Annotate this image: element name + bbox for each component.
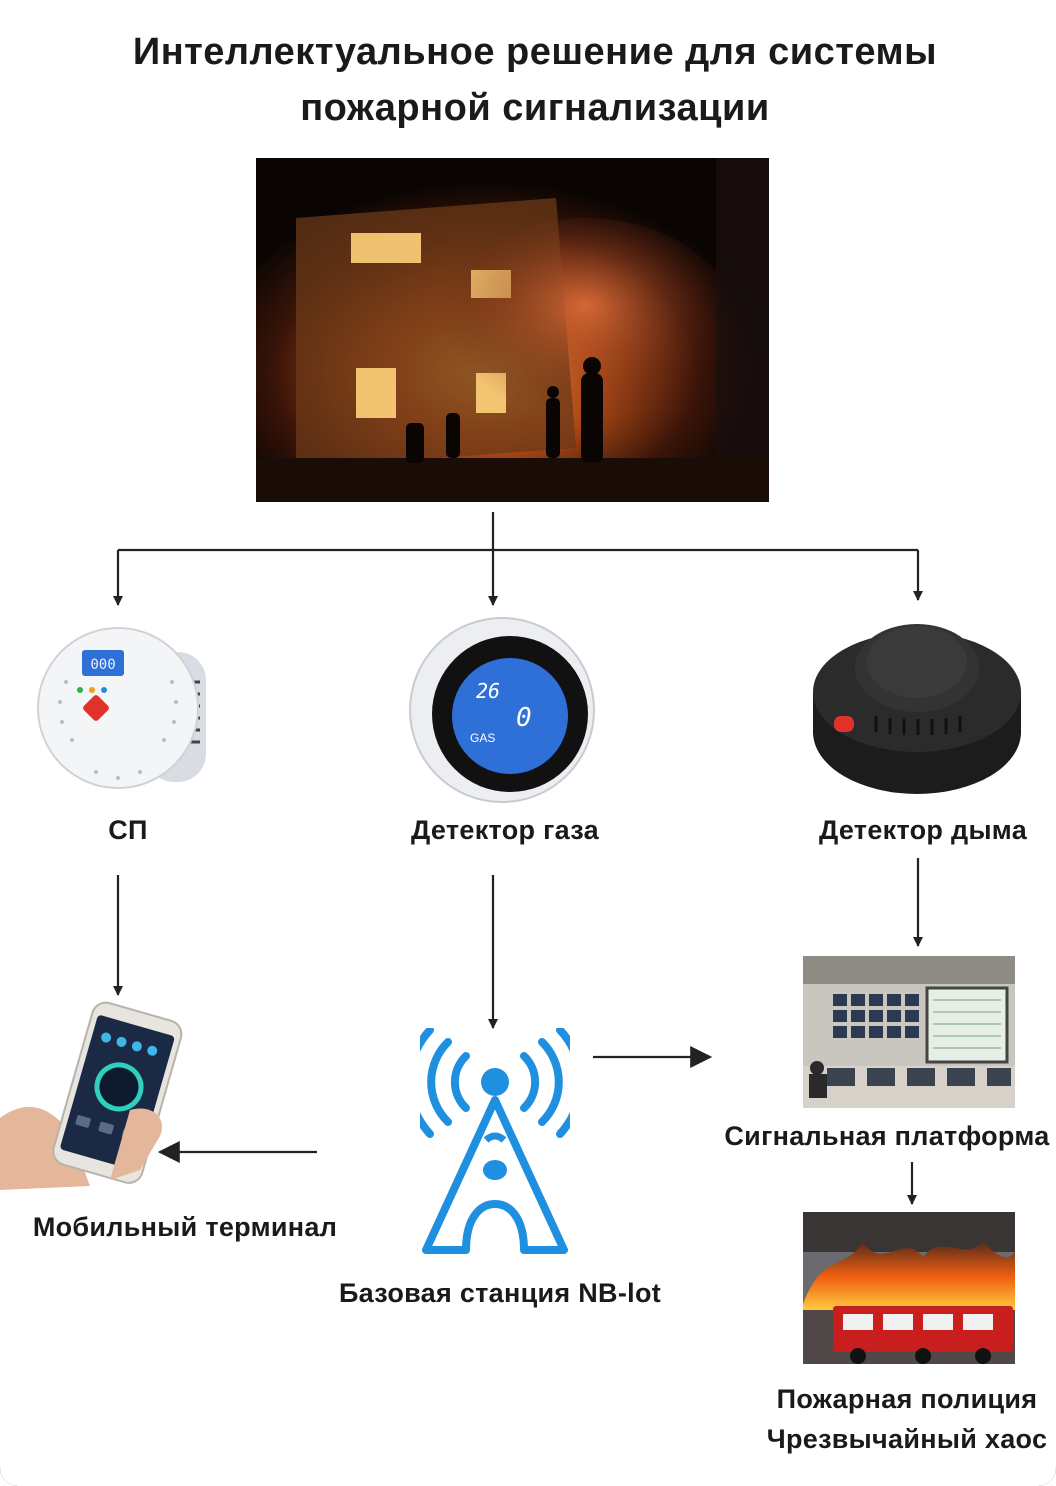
fire-police-label-line-2: Чрезвычайный хаос: [766, 1424, 1048, 1454]
screen-bottom-edge: [0, 1468, 1056, 1486]
gas-detector-icon: 26 0 GAS: [406, 614, 598, 806]
base-station-label: Базовая станция NB-lot: [338, 1278, 662, 1308]
fire-scene-photo: [256, 158, 769, 502]
control-room-icon: [803, 956, 1015, 1108]
mobile-terminal-label: Мобильный терминал: [32, 1212, 338, 1242]
fire-police-label-line-1: Пожарная полиция: [776, 1384, 1038, 1414]
gas-display-value: 0: [516, 703, 532, 733]
gas-display-mode: GAS: [470, 731, 495, 745]
page-title: Интеллектуальное решение для системы пож…: [0, 24, 1056, 136]
gas-detector-label: Детектор газа: [411, 815, 599, 845]
gas-display-temp: 26: [476, 679, 500, 703]
co-alarm-display: 000: [90, 657, 115, 673]
signal-tower-icon: [405, 1026, 585, 1256]
fire-truck-icon: [803, 1212, 1015, 1364]
smartphone-icon: [0, 1000, 200, 1195]
title-line-2: пожарной сигнализации: [300, 87, 770, 129]
smoke-detector-label: Детектор дыма: [818, 815, 1028, 845]
co-alarm-icon: 000: [36, 612, 214, 804]
co-alarm-label: СП: [108, 815, 148, 845]
signal-platform-label: Сигнальная платформа: [724, 1121, 1050, 1151]
title-line-1: Интеллектуальное решение для системы: [132, 31, 938, 73]
smoke-detector-icon: [806, 612, 1028, 802]
